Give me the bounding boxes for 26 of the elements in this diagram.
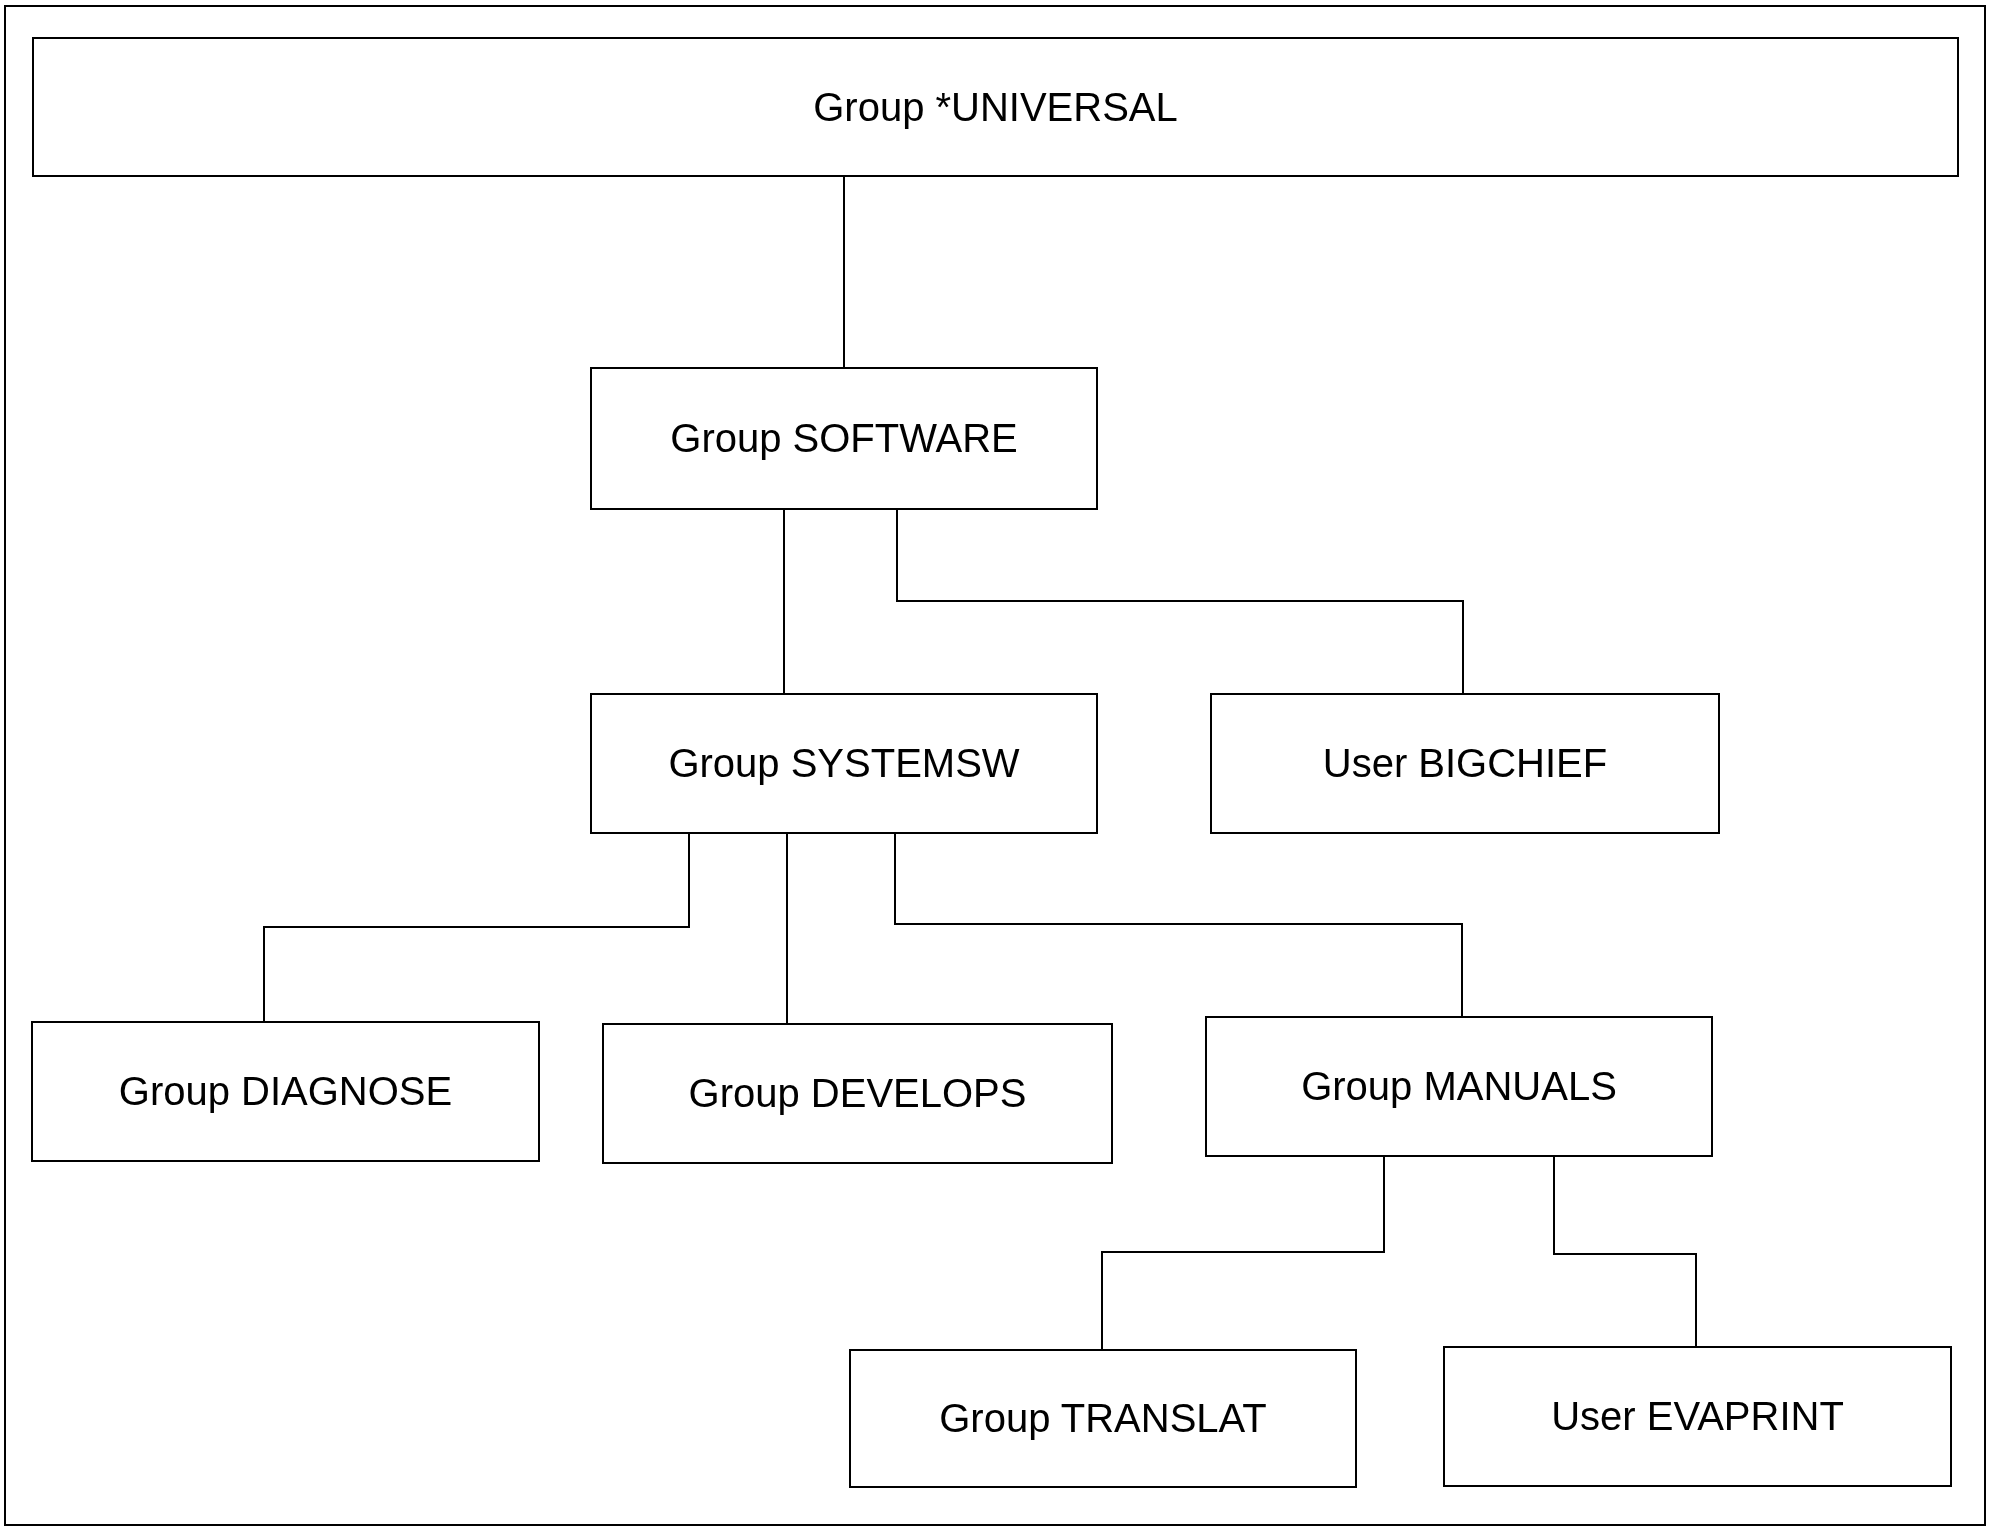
- node-label: Group TRANSLAT: [939, 1396, 1267, 1441]
- connector-line: [896, 509, 1464, 694]
- group-box: [31, 1021, 540, 1162]
- node-label: Group *UNIVERSAL: [813, 84, 1178, 130]
- group-box: [590, 367, 1098, 510]
- connector-line: [783, 509, 785, 694]
- node-label: Group DIAGNOSE: [118, 1069, 453, 1114]
- connector-line: [1101, 1156, 1385, 1350]
- connector-line: [786, 833, 788, 1024]
- node-label: Group DEVELOPS: [688, 1071, 1027, 1116]
- group-box: [32, 37, 1959, 177]
- group-box: [1210, 693, 1720, 834]
- node-label: User BIGCHIEF: [1322, 741, 1608, 786]
- connector-line: [894, 833, 1463, 1017]
- node-label: Group SYSTEMSW: [668, 741, 1020, 786]
- connector-line: [843, 176, 845, 368]
- connector-line: [1553, 1156, 1697, 1347]
- node-label: Group MANUALS: [1301, 1064, 1617, 1109]
- node-label: User EVAPRINT: [1551, 1394, 1844, 1439]
- group-box: [602, 1023, 1113, 1164]
- group-box: [849, 1349, 1357, 1488]
- group-box: [590, 693, 1098, 834]
- node-label: Group SOFTWARE: [670, 416, 1018, 461]
- group-box: [1443, 1346, 1952, 1487]
- connector-line: [263, 833, 690, 1022]
- group-box: [1205, 1016, 1713, 1157]
